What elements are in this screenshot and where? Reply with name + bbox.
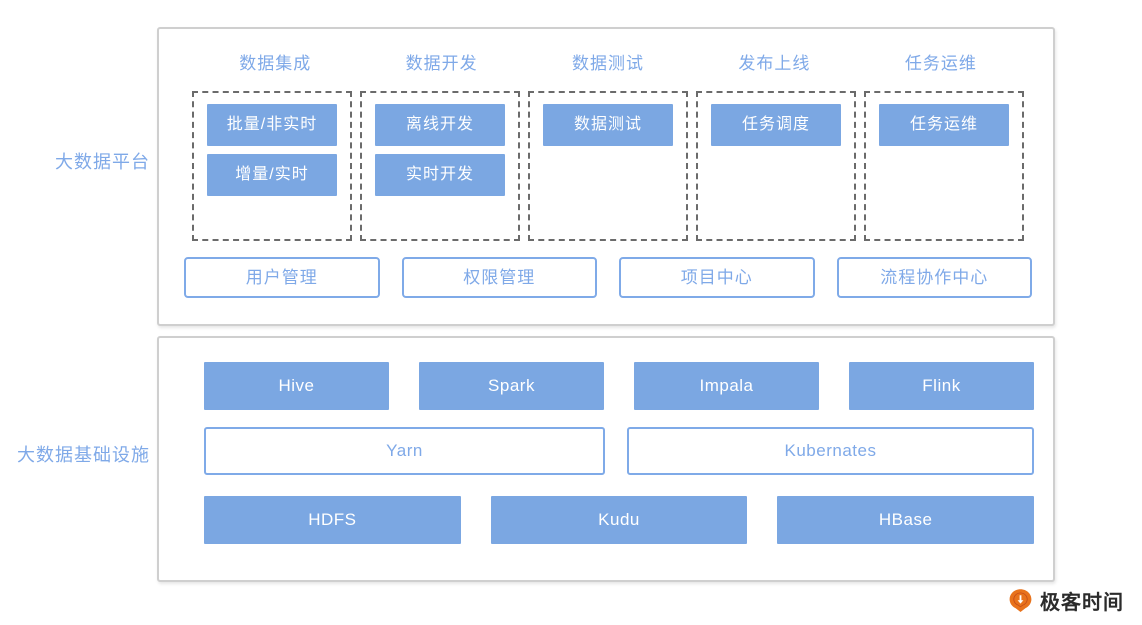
service-permission-management[interactable]: 权限管理	[401, 257, 597, 298]
chip-task-scheduling[interactable]: 任务调度	[711, 104, 841, 146]
infra-scheduler-kubernetes[interactable]: Kubernates	[627, 427, 1034, 475]
infra-storage-kudu[interactable]: Kudu	[490, 496, 748, 544]
stage-column-release: 任务调度	[696, 91, 856, 241]
platform-service-row: 用户管理 权限管理 项目中心 流程协作中心	[184, 257, 1032, 298]
service-workflow-collaboration-center[interactable]: 流程协作中心	[836, 257, 1032, 298]
stage-column-task-ops: 任务运维	[864, 91, 1024, 241]
stage-column-row: 批量/非实时 增量/实时 离线开发 实时开发 数据测试 任务调度 任务运维	[192, 91, 1024, 241]
geektime-logo-icon	[1008, 588, 1033, 613]
chip-batch-non-realtime[interactable]: 批量/非实时	[207, 104, 337, 146]
infra-storage-hbase[interactable]: HBase	[777, 496, 1035, 544]
chip-realtime-development[interactable]: 实时开发	[375, 154, 505, 196]
section-label-platform: 大数据平台	[55, 152, 150, 172]
chip-offline-development[interactable]: 离线开发	[375, 104, 505, 146]
stage-column-data-testing: 数据测试	[528, 91, 688, 241]
infra-storage-row: HDFS Kudu HBase	[204, 496, 1035, 544]
chip-incremental-realtime[interactable]: 增量/实时	[207, 154, 337, 196]
section-label-infrastructure: 大数据基础设施	[17, 445, 150, 465]
infrastructure-panel: Hive Spark Impala Flink Yarn Kubernates …	[157, 336, 1055, 582]
stage-header-data-integration: 数据集成	[239, 54, 312, 73]
infra-engine-impala[interactable]: Impala	[634, 362, 819, 410]
stage-header-row: 数据集成 数据开发 数据测试 发布上线 任务运维	[192, 49, 1024, 74]
chip-task-operations[interactable]: 任务运维	[879, 104, 1009, 146]
infra-scheduler-yarn[interactable]: Yarn	[204, 427, 605, 475]
infra-engine-row: Hive Spark Impala Flink	[204, 362, 1034, 410]
infra-scheduler-row: Yarn Kubernates	[204, 427, 1034, 475]
stage-column-data-integration: 批量/非实时 增量/实时	[192, 91, 352, 241]
stage-header-release: 发布上线	[738, 54, 811, 73]
chip-data-testing[interactable]: 数据测试	[543, 104, 673, 146]
platform-panel: 数据集成 数据开发 数据测试 发布上线 任务运维 批量/非实时 增量/实时 离线…	[157, 27, 1055, 326]
stage-column-data-development: 离线开发 实时开发	[360, 91, 520, 241]
brand-name: 极客时间	[1040, 592, 1124, 614]
service-project-center[interactable]: 项目中心	[619, 257, 815, 298]
infra-engine-spark[interactable]: Spark	[419, 362, 604, 410]
service-user-management[interactable]: 用户管理	[184, 257, 380, 298]
infra-storage-hdfs[interactable]: HDFS	[204, 496, 461, 544]
infra-engine-flink[interactable]: Flink	[849, 362, 1034, 410]
infra-engine-hive[interactable]: Hive	[204, 362, 389, 410]
stage-header-task-ops: 任务运维	[904, 54, 977, 73]
brand-logo: 极客时间	[1008, 586, 1124, 615]
stage-header-data-development: 数据开发	[405, 54, 478, 73]
stage-header-data-testing: 数据测试	[572, 54, 645, 73]
